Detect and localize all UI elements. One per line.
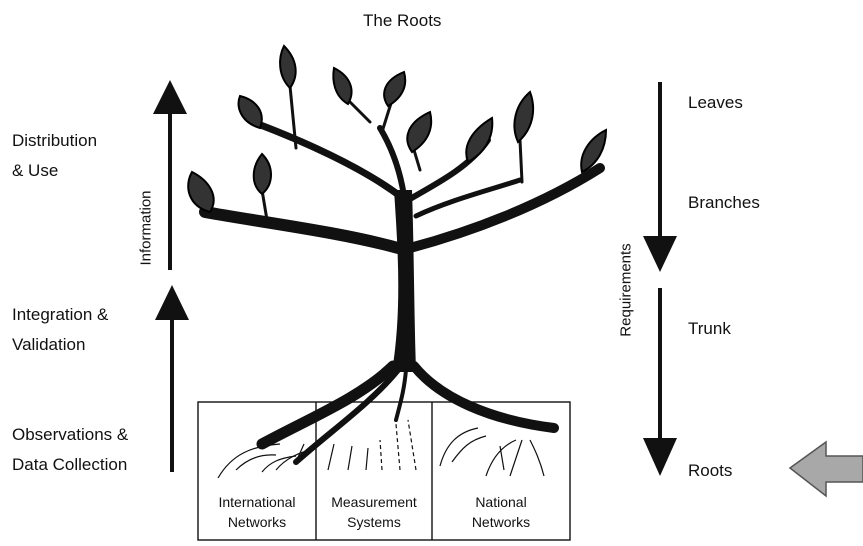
tree-silhouette (199, 84, 605, 465)
label-requirements: Requirements (617, 243, 635, 337)
information-arrow-lower (155, 285, 189, 472)
box-measurement-line1: Measurement (331, 494, 417, 510)
label-branches: Branches (688, 193, 760, 212)
thin-roots (217, 419, 545, 479)
requirements-arrow-upper (643, 82, 677, 272)
leaf (252, 152, 272, 196)
leaf (580, 128, 608, 174)
box-national-line1: National (475, 494, 527, 510)
label-integration-line1: Integration & (12, 305, 109, 324)
ground-boxes-frame (197, 401, 571, 541)
leaf (332, 66, 353, 106)
label-observations-line1: Observations & (12, 425, 129, 444)
box-measurement-line2: Systems (347, 514, 401, 530)
tree-leaves (187, 44, 608, 214)
box-international-networks: International Networks (198, 492, 316, 532)
leaf (279, 44, 297, 90)
box-measurement-systems: Measurement Systems (316, 492, 432, 532)
label-distribution-line2: & Use (12, 161, 59, 180)
leaf (406, 110, 433, 154)
label-information: Information (137, 190, 155, 266)
box-national-networks: National Networks (432, 492, 570, 532)
leaf (383, 70, 407, 108)
label-roots: Roots (688, 461, 733, 480)
leaf (237, 94, 263, 130)
requirements-arrow-lower (643, 288, 677, 476)
box-international-line2: Networks (227, 514, 287, 530)
label-observations-line2: Data Collection (12, 455, 128, 474)
label-distribution-line1: Distribution (12, 131, 98, 150)
label-leaves: Leaves (688, 93, 743, 112)
leaf (465, 116, 494, 164)
information-arrow-upper (153, 80, 187, 270)
leaf (187, 170, 215, 214)
diagram-title: The Roots (363, 11, 442, 30)
box-national-line2: Networks (471, 514, 531, 530)
label-integration-line2: Validation (12, 335, 86, 354)
roots-callout-arrow (788, 440, 863, 498)
label-trunk: Trunk (688, 319, 731, 338)
leaf (513, 90, 535, 144)
box-international-line1: International (218, 494, 296, 510)
